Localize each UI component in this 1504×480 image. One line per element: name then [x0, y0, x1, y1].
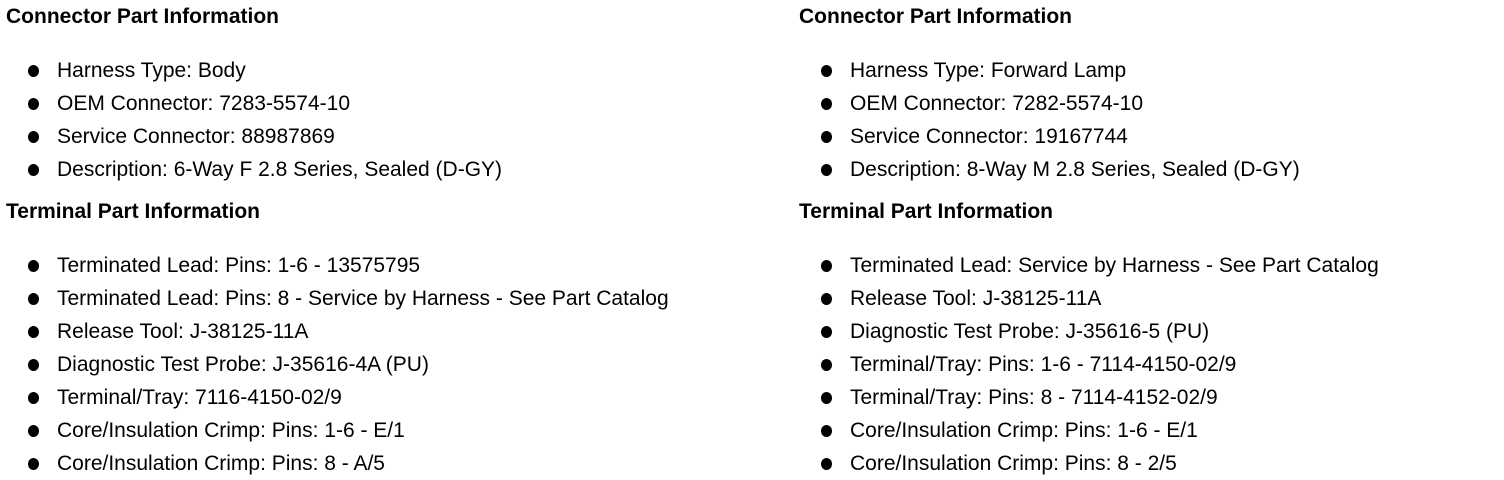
left-column: Connector Part Information Harness Type:… — [6, 0, 793, 480]
list-item: Diagnostic Test Probe: J-35616-5 (PU) — [799, 315, 1504, 348]
list-item-text: Release Tool: J-38125-11A — [850, 287, 1102, 310]
bullet-icon — [821, 458, 832, 470]
bullet-icon — [821, 293, 832, 305]
bullet-icon — [28, 392, 39, 404]
connector-info-list: Harness Type: Body OEM Connector: 7283-5… — [6, 54, 793, 186]
list-item-text: Terminal/Tray: Pins: 1-6 - 7114-4150-02/… — [850, 353, 1237, 376]
list-item: Release Tool: J-38125-11A — [799, 282, 1504, 315]
bullet-icon — [821, 164, 832, 176]
right-column: Connector Part Information Harness Type:… — [793, 0, 1504, 480]
section-heading-connector: Connector Part Information — [6, 5, 280, 28]
bullet-icon — [821, 98, 832, 110]
list-item-text: Service Connector: 88987869 — [57, 125, 335, 148]
list-item-text: OEM Connector: 7282-5574-10 — [850, 92, 1144, 115]
list-item: Release Tool: J-38125-11A — [6, 315, 793, 348]
section-heading-terminal: Terminal Part Information — [799, 200, 1053, 223]
bullet-icon — [28, 164, 39, 176]
bullet-icon — [821, 260, 832, 272]
list-item: Core/Insulation Crimp: Pins: 8 - 2/5 — [799, 447, 1504, 480]
bullet-icon — [28, 458, 39, 470]
bullet-icon — [28, 260, 39, 272]
connector-part-info-section: Connector Part Information Harness Type:… — [799, 0, 1504, 186]
bullet-icon — [821, 65, 832, 77]
section-heading-connector: Connector Part Information — [799, 5, 1073, 28]
list-item: OEM Connector: 7283-5574-10 — [6, 87, 793, 120]
list-item: Service Connector: 19167744 — [799, 120, 1504, 153]
list-item: Harness Type: Body — [6, 54, 793, 87]
bullet-icon — [28, 65, 39, 77]
list-item: Core/Insulation Crimp: Pins: 8 - A/5 — [6, 447, 793, 480]
list-item-text: Description: 8-Way M 2.8 Series, Sealed … — [850, 158, 1300, 181]
list-item: Description: 6-Way F 2.8 Series, Sealed … — [6, 153, 793, 186]
list-item: Terminal/Tray: 7116-4150-02/9 — [6, 381, 793, 414]
list-item-text: Harness Type: Forward Lamp — [850, 59, 1127, 82]
list-item-text: Terminal/Tray: Pins: 8 - 7114-4152-02/9 — [850, 386, 1218, 409]
bullet-icon — [821, 131, 832, 143]
connector-info-list: Harness Type: Forward Lamp OEM Connector… — [799, 54, 1504, 186]
list-item: Terminated Lead: Service by Harness - Se… — [799, 249, 1504, 282]
list-item-text: Release Tool: J-38125-11A — [57, 320, 309, 343]
bullet-icon — [28, 359, 39, 371]
list-item: Terminal/Tray: Pins: 8 - 7114-4152-02/9 — [799, 381, 1504, 414]
list-item-text: Core/Insulation Crimp: Pins: 8 - A/5 — [57, 452, 385, 475]
bullet-icon — [821, 359, 832, 371]
bullet-icon — [28, 293, 39, 305]
list-item: Terminal/Tray: Pins: 1-6 - 7114-4150-02/… — [799, 348, 1504, 381]
list-item: Diagnostic Test Probe: J-35616-4A (PU) — [6, 348, 793, 381]
section-heading-terminal: Terminal Part Information — [6, 200, 260, 223]
list-item: Core/Insulation Crimp: Pins: 1-6 - E/1 — [799, 414, 1504, 447]
list-item-text: OEM Connector: 7283-5574-10 — [57, 92, 351, 115]
list-item: OEM Connector: 7282-5574-10 — [799, 87, 1504, 120]
bullet-icon — [28, 131, 39, 143]
list-item-text: Terminal/Tray: 7116-4150-02/9 — [57, 386, 342, 409]
list-item: Harness Type: Forward Lamp — [799, 54, 1504, 87]
terminal-info-list: Terminated Lead: Pins: 1-6 - 13575795 Te… — [6, 249, 793, 480]
bullet-icon — [821, 425, 832, 437]
terminal-part-info-section: Terminal Part Information Terminated Lea… — [799, 195, 1504, 480]
list-item-text: Core/Insulation Crimp: Pins: 1-6 - E/1 — [850, 419, 1198, 442]
list-item-text: Terminated Lead: Pins: 1-6 - 13575795 — [57, 254, 421, 277]
list-item: Service Connector: 88987869 — [6, 120, 793, 153]
connector-part-info-section: Connector Part Information Harness Type:… — [6, 0, 793, 186]
list-item-text: Terminated Lead: Service by Harness - Se… — [850, 254, 1379, 277]
list-item-text: Diagnostic Test Probe: J-35616-4A (PU) — [57, 353, 429, 376]
list-item-text: Terminated Lead: Pins: 8 - Service by Ha… — [57, 287, 669, 310]
list-item: Terminated Lead: Pins: 8 - Service by Ha… — [6, 282, 793, 315]
bullet-icon — [28, 425, 39, 437]
list-item-text: Service Connector: 19167744 — [850, 125, 1128, 148]
list-item-text: Core/Insulation Crimp: Pins: 8 - 2/5 — [850, 452, 1177, 475]
bullet-icon — [821, 392, 832, 404]
bullet-icon — [28, 326, 39, 338]
list-item: Terminated Lead: Pins: 1-6 - 13575795 — [6, 249, 793, 282]
list-item-text: Description: 6-Way F 2.8 Series, Sealed … — [57, 158, 503, 181]
bullet-icon — [28, 98, 39, 110]
list-item-text: Diagnostic Test Probe: J-35616-5 (PU) — [850, 320, 1210, 343]
bullet-icon — [821, 326, 832, 338]
terminal-part-info-section: Terminal Part Information Terminated Lea… — [6, 195, 793, 480]
terminal-info-list: Terminated Lead: Service by Harness - Se… — [799, 249, 1504, 480]
list-item: Description: 8-Way M 2.8 Series, Sealed … — [799, 153, 1504, 186]
list-item-text: Harness Type: Body — [57, 59, 246, 82]
list-item-text: Core/Insulation Crimp: Pins: 1-6 - E/1 — [57, 419, 405, 442]
list-item: Core/Insulation Crimp: Pins: 1-6 - E/1 — [6, 414, 793, 447]
